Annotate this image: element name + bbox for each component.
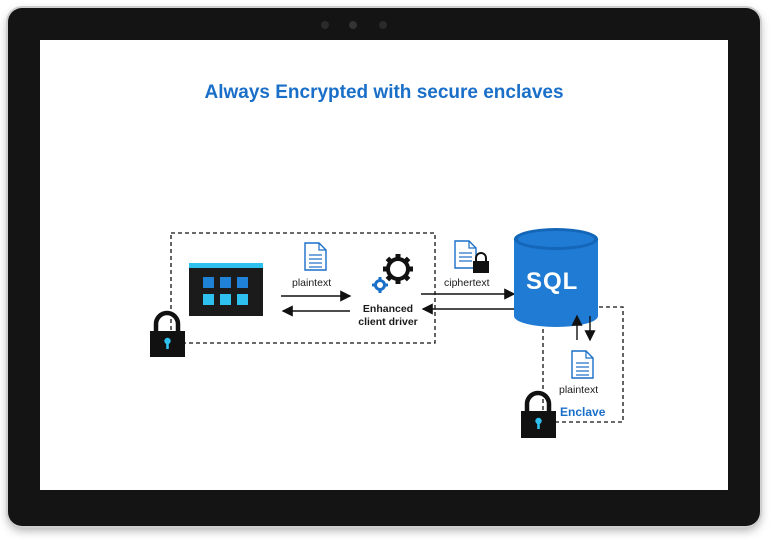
sql-label: SQL: [526, 268, 579, 295]
enclave-boundary-box: [542, 306, 624, 423]
slide-screen: Always Encrypted with secure enclaves: [40, 40, 728, 490]
database-icon: [514, 228, 598, 327]
driver-label-line2: client driver: [358, 316, 418, 328]
enclave-plaintext-label: plaintext: [559, 384, 599, 396]
driver-label: Enhanced client driver: [352, 303, 424, 329]
client-boundary-box: [170, 232, 436, 344]
app-window-icon: [189, 263, 263, 316]
camera-dot-icon: [321, 21, 329, 29]
lock-icon: [521, 390, 556, 438]
document-icon: [571, 350, 594, 379]
slide-title: Always Encrypted with secure enclaves: [204, 82, 564, 103]
driver-label-line1: Enhanced: [362, 303, 414, 315]
ciphertext-label: ciphertext: [444, 277, 490, 289]
document-icon: [304, 242, 327, 271]
sensor-dot-icon: [379, 21, 387, 29]
architecture-diagram: [150, 228, 624, 438]
plaintext-label: plaintext: [292, 277, 332, 289]
gears-icon: [372, 254, 413, 293]
camera-lens-icon: [349, 21, 357, 29]
lock-icon: [150, 310, 185, 357]
document-lock-icon: [454, 240, 489, 273]
enclave-label: Enclave: [560, 405, 606, 419]
